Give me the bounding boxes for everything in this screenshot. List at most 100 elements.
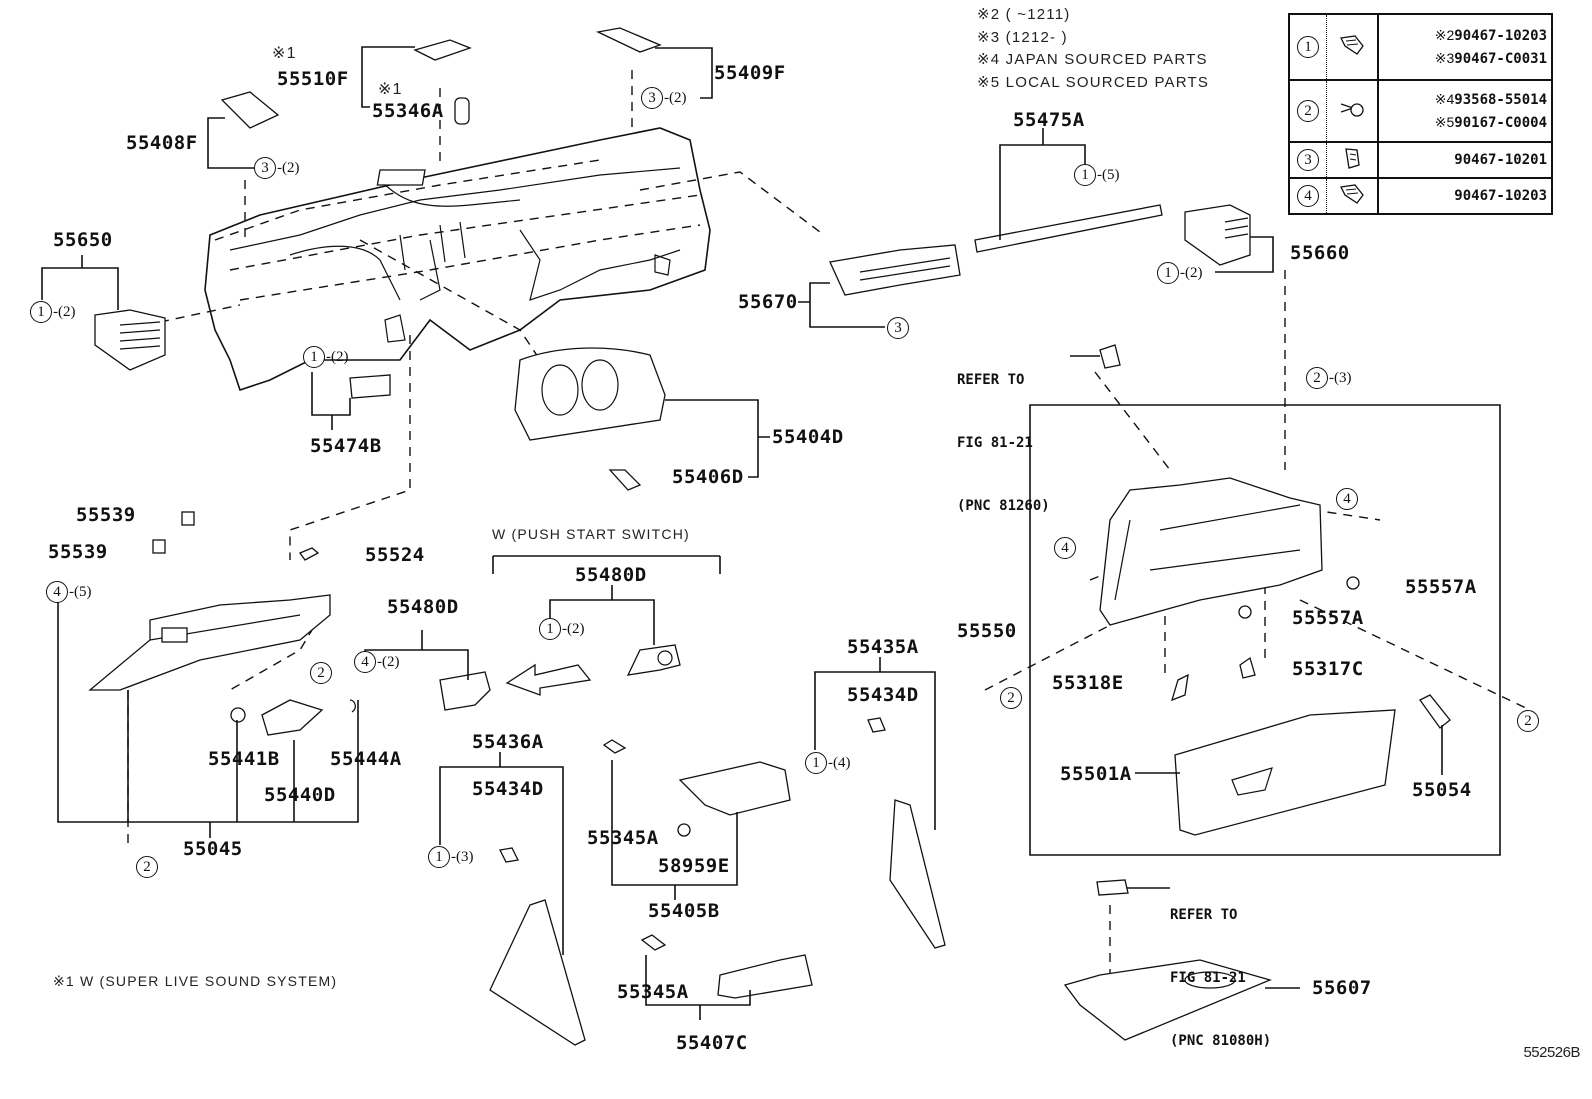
refer-to-81260[interactable]: REFER TO FIG 81-21 (PNC 81260) bbox=[957, 328, 1050, 538]
refer-line: (PNC 81080H) bbox=[1170, 1033, 1272, 1049]
fastener-callout[interactable]: 3-(2) bbox=[641, 87, 687, 109]
ref-circle: 2 bbox=[136, 856, 158, 878]
fastener-callout[interactable]: 4 bbox=[1336, 488, 1359, 510]
fastener-callout[interactable]: 1-(3) bbox=[428, 846, 474, 868]
part-55409F[interactable]: 55409F bbox=[714, 62, 786, 84]
callout-qty: -(5) bbox=[69, 583, 92, 600]
footnote-2: ※2 ( ~1211) bbox=[977, 6, 1071, 23]
callout-qty: -(2) bbox=[277, 159, 300, 176]
part-55475A[interactable]: 55475A bbox=[1013, 109, 1085, 131]
part-55436A[interactable]: 55436A bbox=[472, 731, 544, 753]
part-55524[interactable]: 55524 bbox=[365, 544, 425, 566]
part-55406D[interactable]: 55406D bbox=[672, 466, 744, 488]
fastener-callout[interactable]: 2 bbox=[136, 856, 159, 878]
refer-line: (PNC 81260) bbox=[957, 498, 1050, 514]
part-55054[interactable]: 55054 bbox=[1412, 779, 1472, 801]
part-55444A[interactable]: 55444A bbox=[330, 748, 402, 770]
refer-to-81080H[interactable]: REFER TO FIG 81-21 (PNC 81080H) bbox=[1170, 863, 1271, 1073]
part-55404D[interactable]: 55404D bbox=[772, 426, 844, 448]
fastener-callout[interactable]: 2 bbox=[1517, 710, 1540, 732]
fastener-callout[interactable]: 3-(2) bbox=[254, 157, 300, 179]
callout-qty: -(2) bbox=[326, 348, 349, 365]
part-58959E[interactable]: 58959E bbox=[658, 855, 730, 877]
figure-id: 552526B bbox=[1523, 1044, 1580, 1061]
part-55441B[interactable]: 55441B bbox=[208, 748, 280, 770]
super-live-sound-mark: ※1 bbox=[378, 81, 403, 98]
fastener-mark: ※4 bbox=[1434, 91, 1455, 107]
part-55474B[interactable]: 55474B bbox=[310, 435, 382, 457]
fastener-part-number[interactable]: 93568-55014 bbox=[1454, 92, 1547, 108]
fastener-callout[interactable]: 1-(2) bbox=[303, 346, 349, 368]
part-drawings bbox=[88, 27, 1451, 1046]
part-55557A[interactable]: 55557A bbox=[1292, 607, 1364, 629]
ref-circle: 2 bbox=[1297, 100, 1319, 122]
fastener-mark: ※5 bbox=[1434, 114, 1455, 130]
callout-qty: -(2) bbox=[53, 303, 76, 320]
fastener-callout[interactable]: 4 bbox=[1054, 537, 1077, 559]
fastener-callout[interactable]: 1-(2) bbox=[30, 301, 76, 323]
fastener-callout[interactable]: 1-(5) bbox=[1074, 164, 1120, 186]
ref-circle: 1 bbox=[1074, 164, 1096, 186]
callout-qty: -(2) bbox=[377, 653, 400, 670]
fastener-part-number[interactable]: 90167-C0004 bbox=[1454, 115, 1547, 131]
fastener-callout[interactable]: 1-(2) bbox=[539, 618, 585, 640]
fastener-part-number[interactable]: 90467-10203 bbox=[1454, 28, 1547, 44]
part-55435A[interactable]: 55435A bbox=[847, 636, 919, 658]
part-55660[interactable]: 55660 bbox=[1290, 242, 1350, 264]
part-55345A[interactable]: 55345A bbox=[587, 827, 659, 849]
fastener-callout[interactable]: 2 bbox=[1000, 687, 1023, 709]
ref-circle: 1 bbox=[303, 346, 325, 368]
fastener-part-number[interactable]: 90467-10201 bbox=[1454, 152, 1547, 168]
fastener-part-number[interactable]: 90467-10203 bbox=[1454, 188, 1547, 204]
leader-brackets bbox=[41, 46, 1501, 1020]
fastener-callout[interactable]: 1-(2) bbox=[1157, 262, 1203, 284]
fastener-callout[interactable]: 3 bbox=[887, 317, 910, 339]
fastener-callout[interactable]: 2 bbox=[310, 662, 333, 684]
ref-circle: 2 bbox=[1306, 367, 1328, 389]
part-55670[interactable]: 55670 bbox=[738, 291, 798, 313]
part-55510F[interactable]: 55510F bbox=[277, 68, 349, 90]
footnote-5: ※5 LOCAL SOURCED PARTS bbox=[977, 74, 1210, 91]
part-55550[interactable]: 55550 bbox=[957, 620, 1017, 642]
ref-circle: 4 bbox=[46, 581, 68, 603]
part-55440D[interactable]: 55440D bbox=[264, 784, 336, 806]
part-55045[interactable]: 55045 bbox=[183, 838, 243, 860]
fastener-part-number[interactable]: 90467-C0031 bbox=[1454, 51, 1547, 67]
ref-circle: 1 bbox=[1157, 262, 1179, 284]
fastener-mark: ※3 bbox=[1434, 50, 1455, 66]
fastener-callout[interactable]: 1-(4) bbox=[805, 752, 851, 774]
fastener-callout[interactable]: 4-(5) bbox=[46, 581, 92, 603]
fastener-mark: ※2 bbox=[1434, 27, 1455, 43]
part-55607[interactable]: 55607 bbox=[1312, 977, 1372, 999]
part-55539[interactable]: 55539 bbox=[48, 541, 108, 563]
part-55434D[interactable]: 55434D bbox=[472, 778, 544, 800]
part-55345A[interactable]: 55345A bbox=[617, 981, 689, 1003]
part-55557A[interactable]: 55557A bbox=[1405, 576, 1477, 598]
part-55407C[interactable]: 55407C bbox=[676, 1032, 748, 1054]
part-55650[interactable]: 55650 bbox=[53, 229, 113, 251]
part-55317C[interactable]: 55317C bbox=[1292, 658, 1364, 680]
part-55434D[interactable]: 55434D bbox=[847, 684, 919, 706]
fastener-row: 2 ※493568-55014 ※590167-C0004 bbox=[1288, 79, 1553, 143]
part-55405B[interactable]: 55405B bbox=[648, 900, 720, 922]
fastener-callout[interactable]: 2-(3) bbox=[1306, 367, 1352, 389]
refer-line: FIG 81-21 bbox=[957, 435, 1033, 451]
part-55480D-push-start[interactable]: 55480D bbox=[575, 564, 647, 586]
part-55408F[interactable]: 55408F bbox=[126, 132, 198, 154]
super-live-sound-note: ※1 W (SUPER LIVE SOUND SYSTEM) bbox=[53, 973, 338, 989]
part-55501A[interactable]: 55501A bbox=[1060, 763, 1132, 785]
callout-qty: -(2) bbox=[664, 89, 687, 106]
part-55539[interactable]: 55539 bbox=[76, 504, 136, 526]
part-55346A[interactable]: 55346A bbox=[372, 100, 444, 122]
retainer-clip-icon bbox=[1345, 148, 1360, 169]
part-55318E[interactable]: 55318E bbox=[1052, 672, 1124, 694]
part-55480D[interactable]: 55480D bbox=[387, 596, 459, 618]
ref-circle: 4 bbox=[354, 651, 376, 673]
fastener-table: 1 ※290467-10203 ※390467-C0031 2 ※493568-… bbox=[1288, 13, 1553, 215]
fastener-callout[interactable]: 4-(2) bbox=[354, 651, 400, 673]
refer-line: REFER TO bbox=[957, 372, 1025, 388]
instrument-panel-drawing bbox=[204, 127, 711, 392]
fastener-row: 3 90467-10201 bbox=[1288, 141, 1553, 179]
ref-circle: 4 bbox=[1336, 488, 1358, 510]
ref-circle: 4 bbox=[1054, 537, 1076, 559]
